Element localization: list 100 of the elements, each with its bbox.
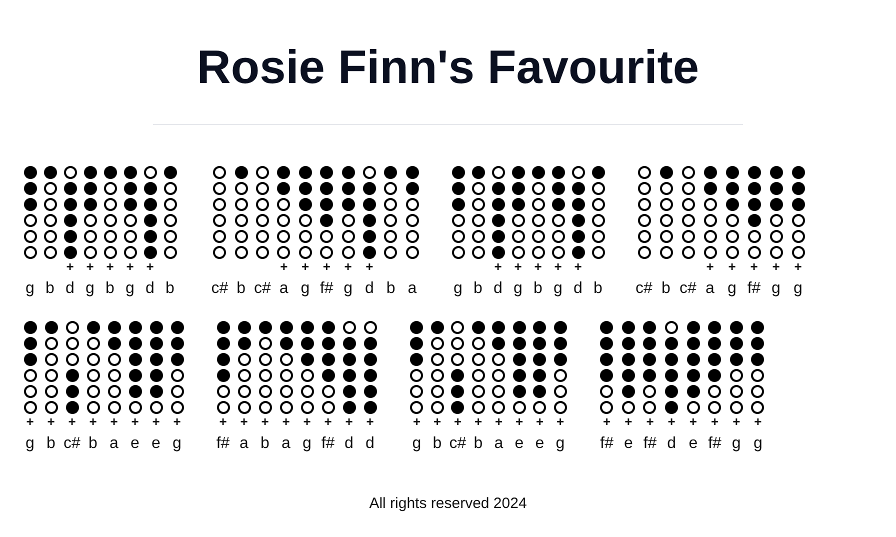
octave-mark: +: [732, 415, 740, 429]
note-name: g: [344, 279, 352, 299]
octave-mark: +: [86, 260, 94, 274]
octave-mark: +: [324, 415, 332, 429]
octave-mark: +: [240, 415, 248, 429]
note-name: d: [364, 279, 374, 299]
note-name: c#: [449, 434, 466, 454]
octave-mark: +: [322, 260, 330, 274]
octave-mark: +: [219, 415, 227, 429]
note-name: f#: [643, 434, 657, 454]
octave-mark: +: [454, 415, 462, 429]
octave-mark: +: [710, 415, 719, 429]
octave-mark: +: [68, 415, 76, 429]
note-name: a: [494, 434, 504, 454]
note-name: f#: [600, 434, 614, 454]
note-name: g: [772, 279, 780, 299]
octave-mark: +: [126, 260, 134, 274]
note-name: f#: [747, 279, 761, 299]
note-name: f#: [320, 279, 334, 299]
note-name: a: [282, 434, 290, 454]
octave-mark: +: [26, 415, 34, 429]
octave-mark: +: [574, 260, 582, 274]
note-name: e: [688, 434, 698, 454]
note-name: g: [554, 279, 562, 299]
octave-mark: +: [301, 260, 310, 274]
note-name: g: [300, 279, 310, 299]
note-name: b: [46, 434, 56, 454]
octave-mark: +: [646, 415, 654, 429]
note-name: d: [344, 434, 354, 454]
title: Rosie Finn's Favourite: [196, 40, 700, 93]
note-name: f#: [216, 434, 230, 454]
footer-note: All rights reserved 2024: [369, 495, 527, 512]
note-name: f#: [321, 434, 335, 454]
octave-mark: +: [106, 260, 114, 274]
octave-mark: +: [794, 260, 802, 274]
note-name: g: [412, 434, 422, 454]
note-name: b: [662, 279, 670, 299]
note-name: g: [26, 279, 34, 299]
octave-mark: +: [728, 260, 736, 274]
octave-mark: +: [366, 260, 374, 274]
note-name: b: [166, 279, 174, 299]
note-name: a: [279, 279, 288, 299]
note-name: g: [754, 434, 762, 454]
octave-mark: +: [514, 260, 522, 274]
note-name: d: [146, 279, 154, 299]
note-name: b: [260, 434, 270, 454]
note-name: f#: [708, 434, 722, 454]
octave-mark: +: [754, 415, 762, 429]
note-name: b: [474, 434, 483, 454]
note-name: g: [514, 279, 522, 299]
octave-mark: +: [474, 415, 482, 429]
note-name: b: [46, 279, 54, 299]
note-name: d: [66, 279, 74, 299]
note-name: g: [126, 279, 134, 299]
note-name: a: [240, 434, 248, 454]
octave-mark: +: [515, 415, 524, 429]
octave-mark: +: [494, 415, 503, 429]
octave-mark: +: [280, 260, 288, 274]
octave-mark: +: [344, 260, 352, 274]
octave-mark: +: [554, 260, 562, 274]
note-name: g: [556, 434, 565, 454]
note-name: c#: [211, 279, 228, 299]
note-name: e: [152, 434, 160, 454]
note-name: b: [236, 279, 246, 299]
note-name: d: [366, 434, 374, 454]
octave-mark: +: [261, 415, 269, 429]
note-name: g: [728, 279, 736, 299]
note-name: c#: [636, 279, 652, 299]
octave-mark: +: [689, 415, 697, 429]
note-name: a: [408, 279, 417, 299]
octave-mark: +: [433, 415, 442, 429]
octave-mark: +: [536, 415, 544, 429]
octave-mark: +: [146, 260, 154, 274]
note-name: g: [454, 279, 462, 299]
note-name: g: [302, 434, 312, 454]
octave-mark: +: [534, 260, 542, 274]
octave-mark: +: [366, 415, 374, 429]
note-name: b: [88, 434, 98, 454]
note-name: g: [172, 434, 182, 454]
octave-mark: +: [66, 260, 74, 274]
octave-mark: +: [668, 415, 676, 429]
octave-mark: +: [47, 415, 55, 429]
note-name: g: [86, 279, 94, 299]
note-name: b: [474, 279, 482, 299]
octave-mark: +: [494, 260, 502, 274]
octave-mark: +: [772, 260, 780, 274]
note-name: g: [732, 434, 741, 454]
note-name: e: [514, 434, 524, 454]
octave-mark: +: [173, 415, 181, 429]
octave-mark: +: [624, 415, 632, 429]
note-name: d: [494, 279, 502, 299]
octave-mark: +: [750, 260, 758, 274]
note-name: g: [26, 434, 34, 454]
note-name: e: [624, 434, 633, 454]
octave-mark: +: [603, 415, 611, 429]
note-name: b: [432, 434, 442, 454]
note-name: b: [594, 279, 602, 299]
octave-mark: +: [706, 260, 714, 274]
octave-mark: +: [303, 415, 311, 429]
note-name: g: [794, 279, 802, 299]
